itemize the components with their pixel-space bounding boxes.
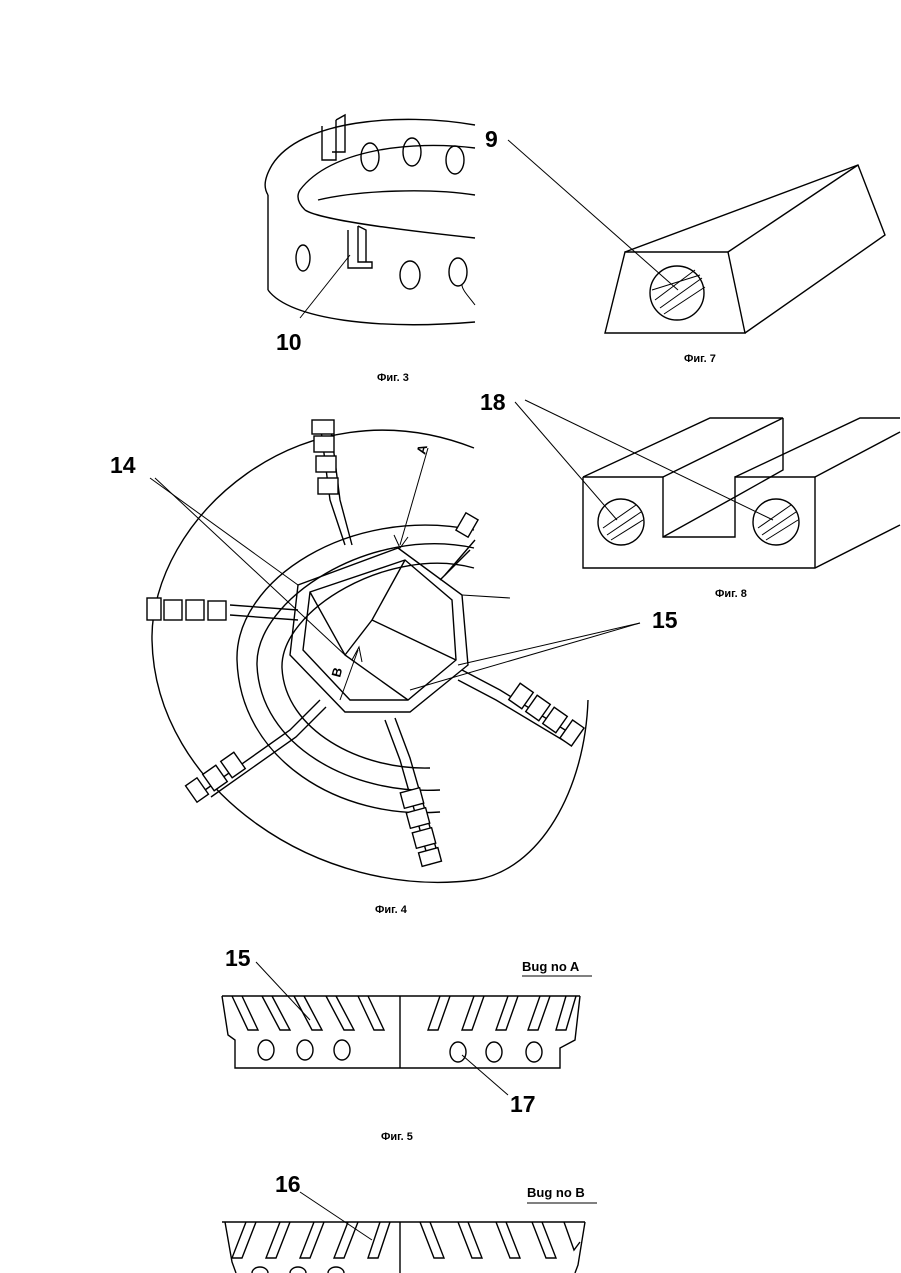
fig7-label-9: 9 [485, 126, 498, 152]
fig5-view [222, 962, 592, 1095]
fig5-view-label: Bug no A [522, 959, 580, 974]
fig4-arrow-a: A [413, 442, 430, 456]
fig4-caption: Фиг. 4 [375, 904, 408, 916]
fig6-view-label: Bug no B [527, 1185, 585, 1200]
fig3-ring [265, 115, 475, 325]
fig4-label-14: 14 [110, 452, 136, 478]
fig6-view [222, 1192, 597, 1273]
fig5-label-17: 17 [510, 1091, 536, 1117]
fig8-block [515, 400, 900, 568]
fig4-assembly [147, 420, 640, 882]
fig8-caption: Фиг. 8 [715, 588, 747, 600]
fig4-label-15: 15 [652, 607, 678, 633]
fig6-label-16: 16 [275, 1171, 301, 1197]
fig8-label-18: 18 [480, 389, 506, 415]
fig5-caption: Фиг. 5 [381, 1131, 413, 1143]
fig3-label-10: 10 [276, 329, 302, 355]
fig4-arrow-b: B [328, 666, 345, 679]
fig7-caption: Фиг. 7 [684, 353, 716, 365]
fig3-caption: Фиг. 3 [377, 372, 409, 384]
fig7-block [508, 140, 885, 333]
fig5-label-15: 15 [225, 945, 251, 971]
